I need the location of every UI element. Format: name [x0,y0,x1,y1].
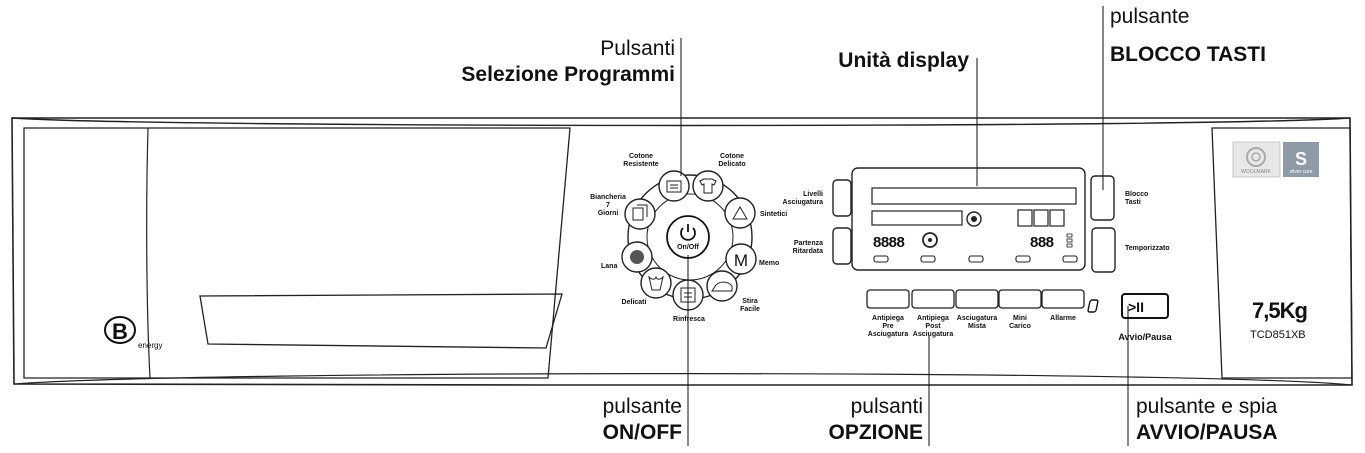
startpause-led [1087,299,1099,313]
display-digits-left: 8888 [873,234,905,251]
program-stira-facile-button[interactable] [706,270,738,302]
label-rinfresca: Rinfresca [673,316,705,323]
label-delicati: Delicati [622,299,647,306]
silvercare-s: S [1295,149,1307,169]
display-digits-right: 888 [1030,234,1054,251]
callout-programs: Pulsanti Selezione Programmi [461,36,675,88]
callout-startpause-line2: AVVIO/PAUSA [1136,421,1278,444]
option-antipiega-pre-button[interactable] [866,289,910,309]
label-sintetici: Sintetici [760,211,787,218]
callout-options: pulsanti OPZIONE [828,394,923,446]
label-memo: Memo [759,260,779,267]
label-option-allarme: Allarme [1050,315,1076,322]
callout-startpause-line1: pulsante e spia [1136,395,1278,418]
startpause-button[interactable]: >II [1087,293,1169,319]
callout-programs-line2: Selezione Programmi [461,63,675,86]
program-cotone-resistente-button[interactable] [658,170,690,202]
energy-badge: B energy [104,316,162,350]
display-unit: 8888 888 [851,167,1086,271]
energy-b-circle [104,316,136,344]
display-frame [851,167,1086,271]
left-inner-panel [146,127,151,379]
right-section [1211,127,1353,379]
callout-onoff: pulsante ON/OFF [603,394,682,446]
callout-onoff-line2: ON/OFF [602,421,682,444]
woolmark-text: WOOLMARK [1241,169,1271,175]
onoff-button[interactable]: On/Off [666,215,710,259]
livelli-asciugatura-button[interactable] [832,179,852,217]
program-memo-button[interactable]: M [725,243,757,275]
silvercare-text: silver care [1290,169,1313,175]
display-bar-mid [871,210,963,226]
callout-startpause: pulsante e spia AVVIO/PAUSA [1136,394,1278,446]
display-leds [873,255,1078,263]
drying-level-icon [966,211,982,227]
energy-letter: B [112,319,128,344]
cycle-arrows-icon [922,232,938,248]
temporizzato-button[interactable] [1091,227,1116,273]
energy-word: energy [138,341,162,350]
power-icon [680,227,696,241]
onoff-label: On/Off [677,244,699,251]
program-delicati-button[interactable] [640,267,672,299]
callout-options-line2: OPZIONE [828,421,923,444]
label-temporizzato: Temporizzato [1125,245,1170,252]
play-pause-icon: >II [1128,299,1144,315]
model-label: TCD851XB [1250,329,1306,341]
option-asciugatura-mista-button[interactable] [955,289,999,309]
callout-display: Unità display [838,48,969,74]
panel-top-bevel [11,117,1351,127]
display-bar-top [871,187,1077,205]
option-allarme-button[interactable] [1041,289,1085,309]
callout-keylock-line1: pulsante [1110,5,1190,28]
callout-keylock-line2: BLOCCO TASTI [1110,43,1266,66]
woolmark-logo: WOOLMARK [1232,141,1281,178]
option-mini-carico-button[interactable] [998,289,1042,309]
callout-display-line1: Unità display [838,49,969,72]
display-mini-stack [1066,233,1073,248]
left-section [23,127,571,379]
slot-window [199,293,563,349]
program-sintetici-button[interactable] [724,197,756,229]
capacity-label: 7,5Kg [1252,298,1307,323]
option-antipiega-post-button[interactable] [911,289,955,309]
callout-options-line1: pulsanti [850,395,923,418]
label-startpause: Avvio/Pausa [1118,332,1172,342]
memo-letter: M [734,251,748,270]
partenza-ritardata-button[interactable] [832,227,852,265]
callout-onoff-line1: pulsante [602,395,682,418]
callout-keylock: pulsante BLOCCO TASTI [1110,4,1266,68]
panel-outline [11,117,1353,386]
program-biancheria-button[interactable] [624,198,656,230]
display-segments [1017,209,1065,227]
panel-bottom-bevel [13,373,1353,386]
callout-programs-line1: Pulsanti [600,37,675,60]
silvercare-logo: S silver care [1283,142,1319,177]
program-lana-button[interactable] [621,241,653,273]
label-lana: Lana [601,263,617,270]
program-cotone-delicato-button[interactable] [692,170,724,202]
